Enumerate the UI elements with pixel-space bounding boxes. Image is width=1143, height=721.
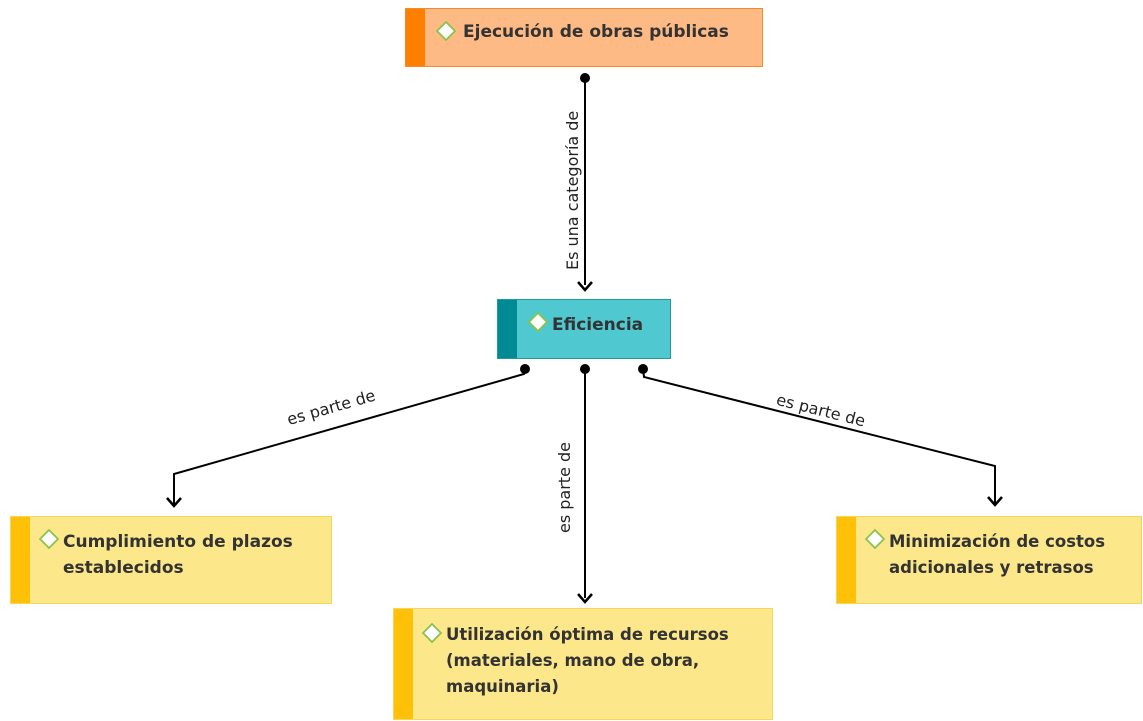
node-utilizacion-recursos[interactable]: Utilización óptima de recursos (material… (393, 608, 773, 720)
node-label: Ejecución de obras públicas (463, 22, 729, 42)
node-label: Minimización de costos adicionales y ret… (889, 532, 1106, 577)
connector-center-bottom (577, 364, 593, 604)
edge-label-root-center: Es una categoría de (563, 110, 582, 270)
node-label: Eficiencia (552, 315, 644, 335)
diamond-icon (528, 312, 548, 332)
node-cumplimiento-plazos[interactable]: Cumplimiento de plazos establecidos (10, 516, 332, 604)
node-color-bar (498, 300, 517, 358)
node-color-bar (11, 517, 30, 603)
diamond-icon (39, 529, 59, 549)
connector-root-center (577, 73, 593, 292)
connector-center-left (166, 364, 530, 508)
edge-label-center-bottom: es parte de (555, 441, 574, 533)
diamond-icon (436, 21, 456, 41)
node-ejecucion-obras-publicas[interactable]: Ejecución de obras públicas (405, 8, 763, 67)
diamond-icon (865, 529, 885, 549)
node-minimizacion-costos[interactable]: Minimización de costos adicionales y ret… (836, 516, 1142, 604)
node-label: Utilización óptima de recursos (material… (446, 625, 729, 696)
node-color-bar (394, 609, 413, 719)
node-color-bar (406, 9, 425, 66)
connector-center-right (638, 364, 1003, 507)
diamond-icon (422, 623, 442, 643)
node-eficiencia[interactable]: Eficiencia (497, 299, 671, 359)
node-label: Cumplimiento de plazos establecidos (63, 532, 293, 578)
node-color-bar (837, 517, 856, 603)
